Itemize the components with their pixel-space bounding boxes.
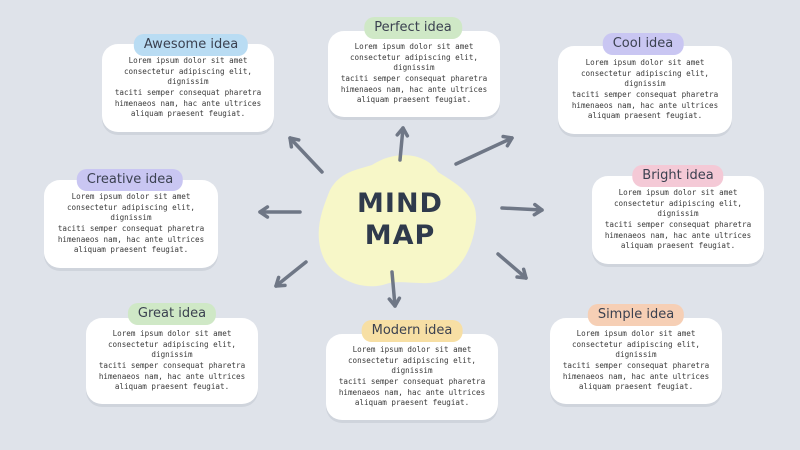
label-creative: Creative idea [76,169,184,191]
arrow-up-icon [395,126,410,162]
center-title-line2: MAP [364,220,436,251]
card-simple: Lorem ipsum dolor sit amet consectetur a… [550,318,722,404]
label-modern: Modern idea [361,320,463,342]
card-creative: Lorem ipsum dolor sit amet consectetur a… [44,180,218,268]
center-blob-shape [318,155,477,287]
card-awesome: Lorem ipsum dolor sit amet consectetur a… [102,44,274,132]
label-simple: Simple idea [587,304,685,326]
card-bright-text: Lorem ipsum dolor sit amet consectetur a… [604,188,752,251]
arrow-down-right-icon [496,252,528,280]
arrow-left-icon [258,205,302,219]
card-modern: Lorem ipsum dolor sit amet consectetur a… [326,334,498,420]
label-great: Great idea [127,303,217,325]
arrow-up-left-icon [288,136,324,174]
arrow-right-icon [500,202,544,217]
arrow-down-left-icon [274,260,308,288]
label-awesome: Awesome idea [133,34,249,56]
label-bright: Bright idea [632,165,724,187]
label-perfect: Perfect idea [364,17,462,39]
arrow-down-icon [387,270,402,308]
card-great-text: Lorem ipsum dolor sit amet consectetur a… [98,329,246,392]
arrow-up-right-icon [454,134,514,166]
card-modern-text: Lorem ipsum dolor sit amet consectetur a… [338,345,486,408]
card-perfect: Lorem ipsum dolor sit amet consectetur a… [328,31,500,117]
card-cool: Lorem ipsum dolor sit amet consectetur a… [558,46,732,134]
label-cool: Cool idea [602,33,684,55]
card-perfect-text: Lorem ipsum dolor sit amet consectetur a… [340,42,488,105]
card-great: Lorem ipsum dolor sit amet consectetur a… [86,318,258,404]
card-awesome-text: Lorem ipsum dolor sit amet consectetur a… [114,56,262,119]
card-cool-text: Lorem ipsum dolor sit amet consectetur a… [571,58,719,121]
card-bright: Lorem ipsum dolor sit amet consectetur a… [592,176,764,264]
center-title-line1: MIND [357,188,443,219]
center-title: MIND MAP [325,188,475,252]
card-simple-text: Lorem ipsum dolor sit amet consectetur a… [562,329,710,392]
card-creative-text: Lorem ipsum dolor sit amet consectetur a… [57,192,205,255]
